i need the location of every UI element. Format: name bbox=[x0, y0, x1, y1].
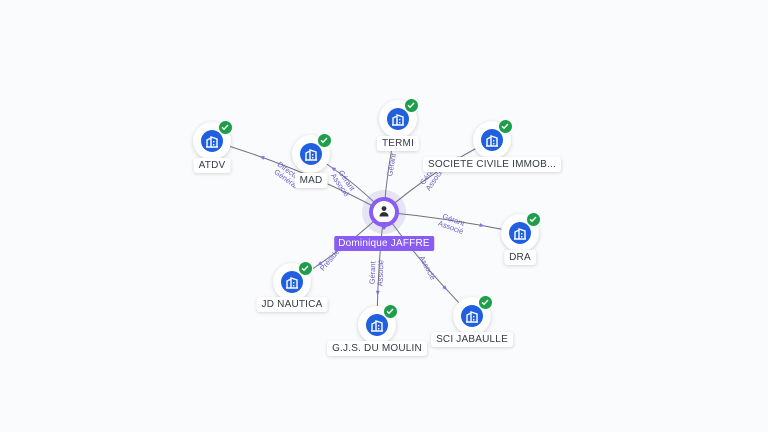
relation-arrow-icon bbox=[259, 156, 265, 160]
person-pin bbox=[369, 197, 399, 230]
verified-check-icon bbox=[526, 212, 541, 227]
company-label[interactable]: SOCIETE CIVILE IMMOB... bbox=[423, 157, 561, 172]
company-building-icon bbox=[193, 120, 233, 160]
relation-edge-atdv bbox=[211, 140, 385, 213]
company-building-icon bbox=[453, 295, 493, 335]
verified-check-icon bbox=[317, 133, 332, 148]
company-label[interactable]: G.J.S. DU MOULIN bbox=[327, 341, 427, 356]
company-building-icon bbox=[379, 98, 419, 138]
relation-arrow-icon bbox=[317, 261, 323, 266]
company-label[interactable]: ATDV bbox=[193, 158, 231, 173]
verified-check-icon bbox=[383, 304, 398, 319]
relation-role-label: GérantAssocié bbox=[437, 211, 467, 236]
person-name[interactable]: Dominique JAFFRE bbox=[334, 236, 434, 251]
relation-role-label: GérantAssocié bbox=[368, 260, 386, 287]
person-icon bbox=[373, 201, 395, 223]
company-label[interactable]: DRA bbox=[504, 250, 536, 265]
relation-arrow-icon bbox=[330, 166, 337, 172]
relation-role-label: GérantAssocié bbox=[329, 167, 358, 198]
verified-check-icon bbox=[498, 119, 513, 134]
relation-arrow-icon bbox=[479, 223, 485, 228]
relation-arrow-icon bbox=[375, 290, 380, 296]
company-building-icon bbox=[501, 212, 541, 252]
relation-role-label: Associé bbox=[417, 254, 437, 281]
relation-role-label: Gérant bbox=[385, 152, 398, 177]
verified-check-icon bbox=[298, 261, 313, 276]
company-building-icon bbox=[473, 119, 513, 159]
company-label[interactable]: TERMI bbox=[376, 136, 420, 151]
company-label[interactable]: MAD bbox=[294, 173, 328, 188]
relation-arrow-icon bbox=[442, 285, 448, 291]
company-building-icon bbox=[358, 304, 398, 344]
company-building-icon bbox=[292, 133, 332, 173]
verified-check-icon bbox=[218, 120, 233, 135]
company-building-icon bbox=[273, 261, 313, 301]
company-label[interactable]: SCI JABAULLE bbox=[431, 332, 513, 347]
company-label[interactable]: JD NAUTICA bbox=[256, 297, 328, 312]
verified-check-icon bbox=[478, 295, 493, 310]
verified-check-icon bbox=[404, 98, 419, 113]
